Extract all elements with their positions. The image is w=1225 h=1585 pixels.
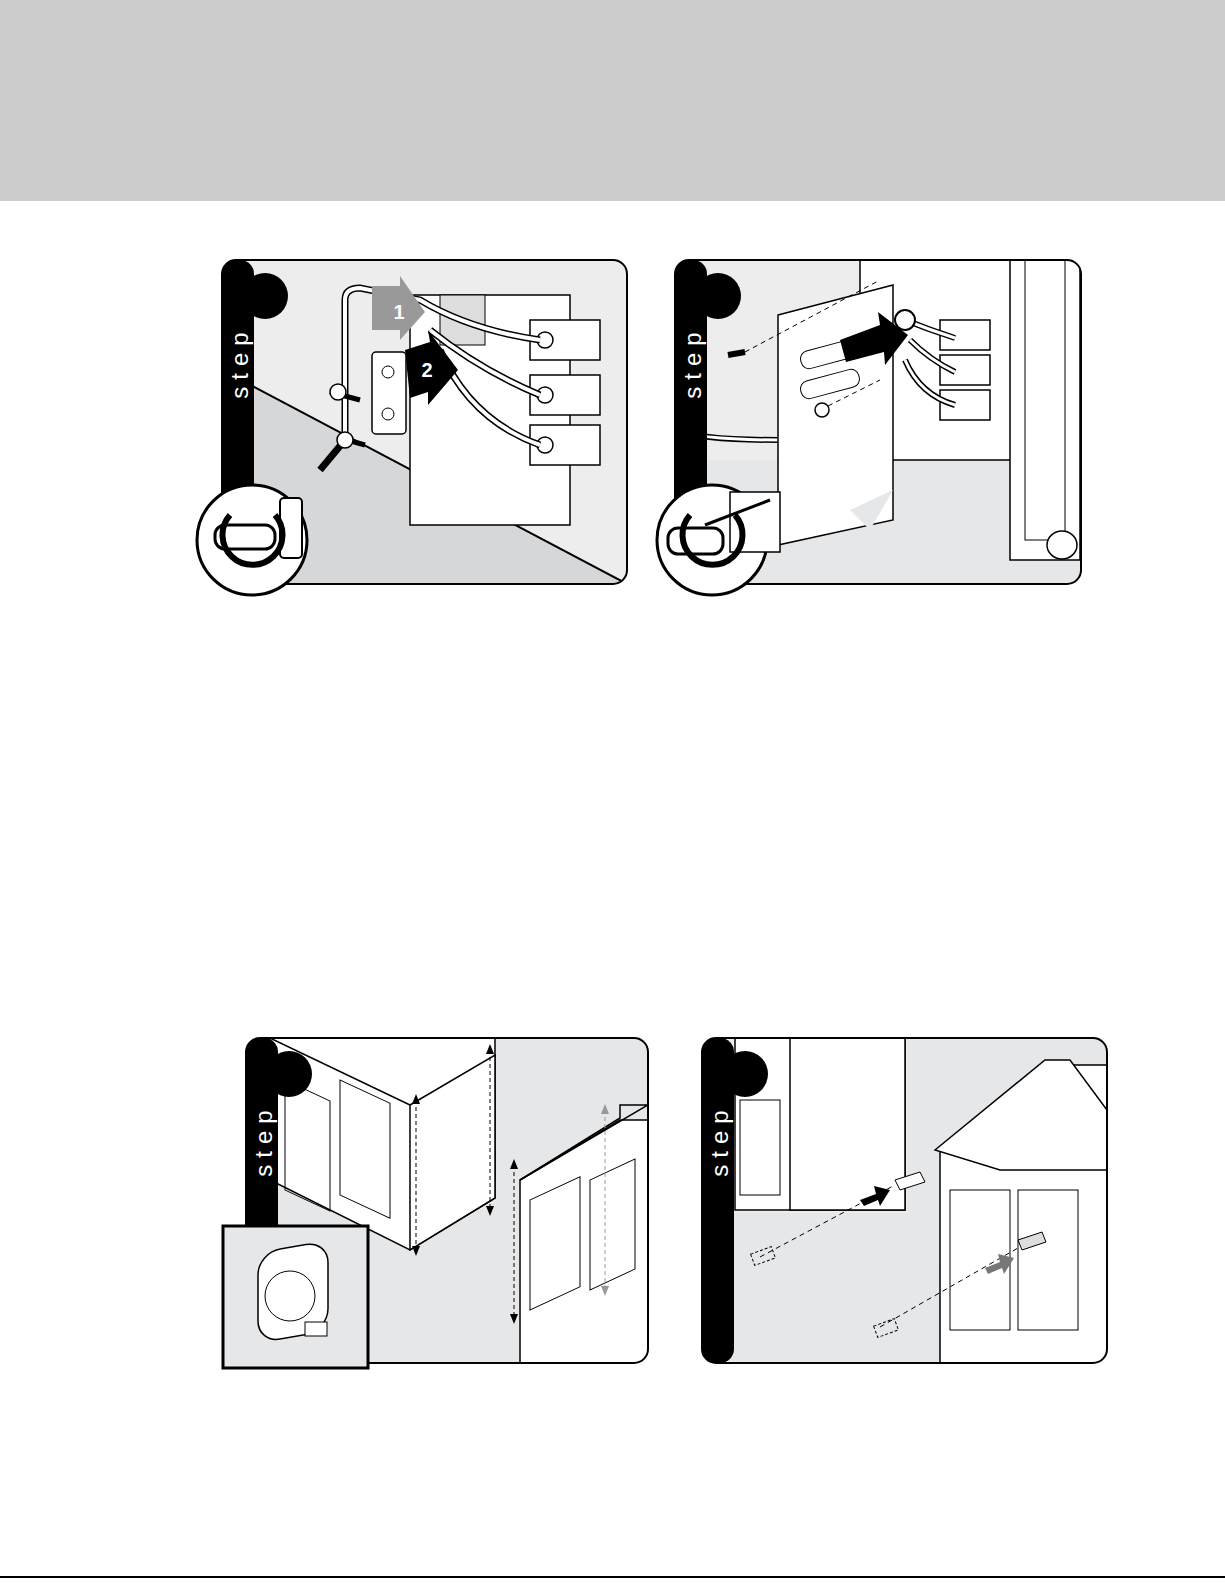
step-circle [242,273,288,319]
step-label: step [706,1103,734,1176]
step-circle [695,273,741,319]
panel-4 [702,1038,1107,1363]
detail-loupe [197,485,307,595]
callout-number: 1 [393,301,404,324]
panel-2 [675,260,1081,584]
panel-3 [246,1038,648,1363]
callout-number: 2 [421,359,432,382]
tape-measure-inset [223,1226,368,1368]
panel-1 [222,260,627,584]
step-label: step [250,1103,278,1176]
step-label: step [226,325,254,398]
step-circle [266,1051,312,1097]
header-band [0,0,1225,201]
footer-rule [0,1576,1225,1578]
step-circle [722,1051,768,1097]
step-label: step [679,325,707,398]
